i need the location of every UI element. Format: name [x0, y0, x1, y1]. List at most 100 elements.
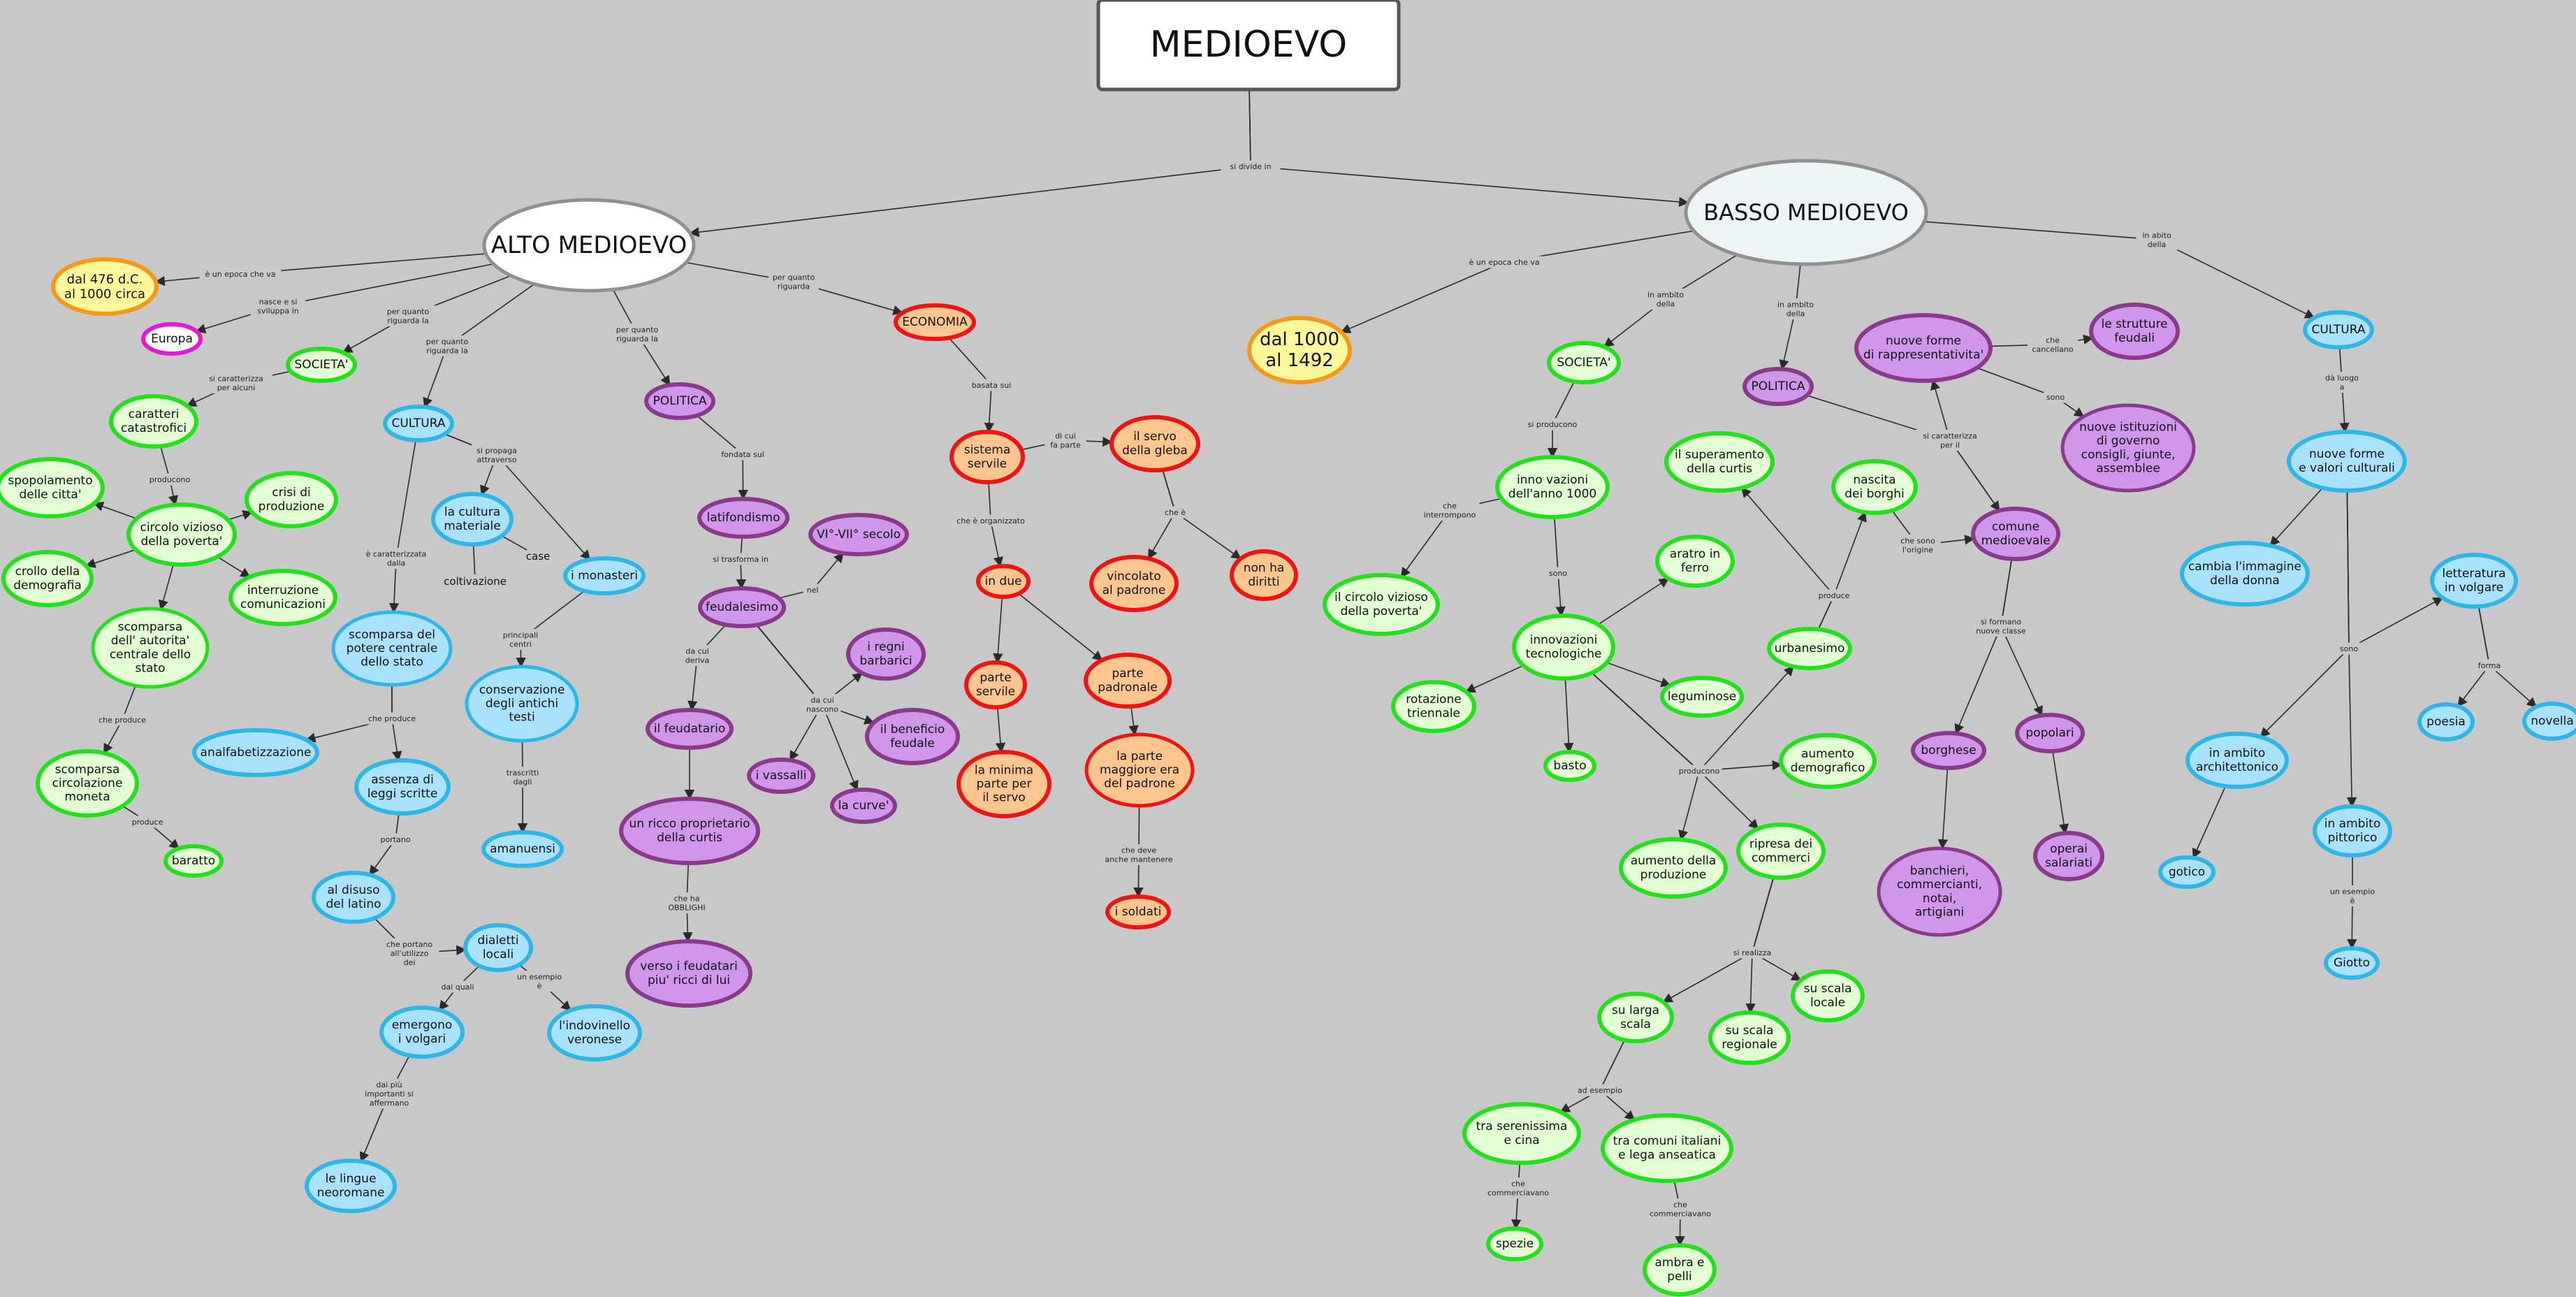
- connector-label-bg: [380, 305, 436, 326]
- connector-label-bg: [1815, 589, 1853, 602]
- connector-label-bg: [1546, 567, 1570, 579]
- concept-node-text: urbanesimo: [1775, 642, 1845, 655]
- connector-label: si trasforma in: [713, 555, 769, 564]
- connector-line: [756, 624, 863, 706]
- connector-label: forma: [2478, 661, 2501, 670]
- connector-label-bg: [514, 971, 565, 992]
- connector-label-bg: [1895, 535, 1941, 556]
- connector-label: sono: [1549, 569, 1567, 578]
- connector-line: [2269, 487, 2323, 546]
- concept-node-text: POLITICA: [1751, 379, 1805, 393]
- connector-line: [516, 590, 585, 668]
- connector-line: [2457, 606, 2490, 707]
- connector-line: [93, 501, 137, 519]
- concept-node: POLITICA: [644, 382, 715, 420]
- concept-node-text: SOCIETA': [1557, 356, 1610, 370]
- connector-label-bg: [379, 938, 439, 969]
- connector-line: [1977, 367, 2085, 418]
- concept-node-text: borghese: [1921, 744, 1976, 758]
- concept-node: i monasteri: [563, 556, 646, 595]
- concept-node-text: spezie: [1496, 1237, 1534, 1251]
- concept-node-text: i vassalli: [756, 769, 807, 783]
- connector-line: [993, 596, 1003, 664]
- connector-label-bg: [357, 548, 435, 569]
- connector-label-bg: [681, 645, 714, 666]
- connector-line: [158, 564, 174, 611]
- connector-label-bg: [1648, 1198, 1712, 1219]
- concept-node-text: latifondismo: [706, 511, 780, 525]
- concept-node: urbanesimo: [1767, 627, 1852, 670]
- connector-label-bg: [803, 584, 822, 596]
- concept-node-text: basto: [1553, 759, 1586, 773]
- concept-node-text: SOCIETA': [294, 358, 348, 372]
- connector-line: [1249, 89, 1689, 208]
- connector-label: dai quali: [441, 983, 474, 992]
- connector-label-bg: [1420, 500, 1480, 521]
- connector-label-bg: [715, 448, 771, 461]
- connector-label: basata sui: [972, 381, 1012, 390]
- connector-label-bg: [357, 1078, 421, 1109]
- plain-concept-text: coltivazione: [444, 575, 507, 588]
- connector-label-bg: [1724, 946, 1780, 959]
- connector-label-bg: [2044, 391, 2067, 403]
- concept-node: latifondismo: [697, 497, 789, 539]
- connector-label-bg: [1676, 765, 1722, 777]
- concept-node: gotico: [2158, 855, 2215, 889]
- connector-label-bg: [2327, 885, 2378, 906]
- connector-label-bg: [129, 816, 166, 828]
- concept-node: dal 476 d.C.al 1000 circa: [51, 257, 159, 316]
- concept-node: MEDIOEVO: [1096, 0, 1401, 92]
- connector-lines: [85, 89, 2538, 1247]
